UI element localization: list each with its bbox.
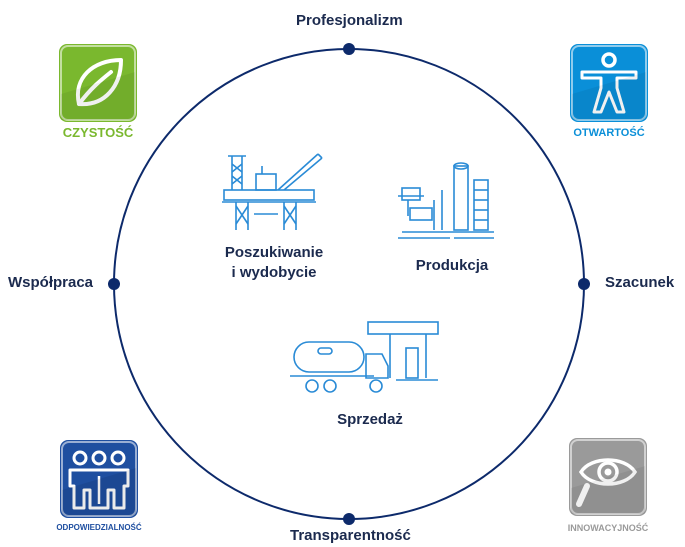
value-label-bottom: Transparentność [290, 527, 411, 544]
circle-dot-bottom [343, 513, 355, 525]
badge-resp [60, 440, 138, 518]
circle-dot-left [108, 278, 120, 290]
badge-clean [59, 44, 137, 122]
segment-exploration-label: Poszukiwanie i wydobycie [214, 243, 334, 283]
badge-open-caption: OTWARTOŚĆ [573, 127, 645, 139]
team-icon [61, 441, 137, 517]
eye-icon [570, 439, 646, 515]
circle-dot-right [578, 278, 590, 290]
badge-innov [569, 438, 647, 516]
value-label-left: Współpraca [8, 274, 94, 291]
segment-sales-label: Sprzedaż [337, 411, 403, 428]
oil-rig-icon [222, 153, 323, 230]
segment-production-label: Produkcja [415, 257, 489, 274]
person-icon [571, 45, 647, 121]
badge-resp-caption: ODPOWIEDZIALNOŚĆ [56, 523, 142, 532]
refinery-icon [398, 162, 494, 239]
value-label-right: Szacunek [605, 274, 675, 291]
segment-exploration-line1: Poszukiwanie [224, 244, 324, 261]
badge-innov-caption: INNOWACYJNOŚĆ [567, 523, 649, 533]
circle-dot-top [343, 43, 355, 55]
badge-open [570, 44, 648, 122]
segment-exploration-line2: i wydobycie [231, 264, 317, 281]
badge-clean-caption: CZYSTOŚĆ [62, 125, 134, 140]
leaf-icon [60, 45, 136, 121]
value-label-top: Profesjonalizm [296, 12, 403, 29]
tanker-station-icon [290, 321, 439, 393]
